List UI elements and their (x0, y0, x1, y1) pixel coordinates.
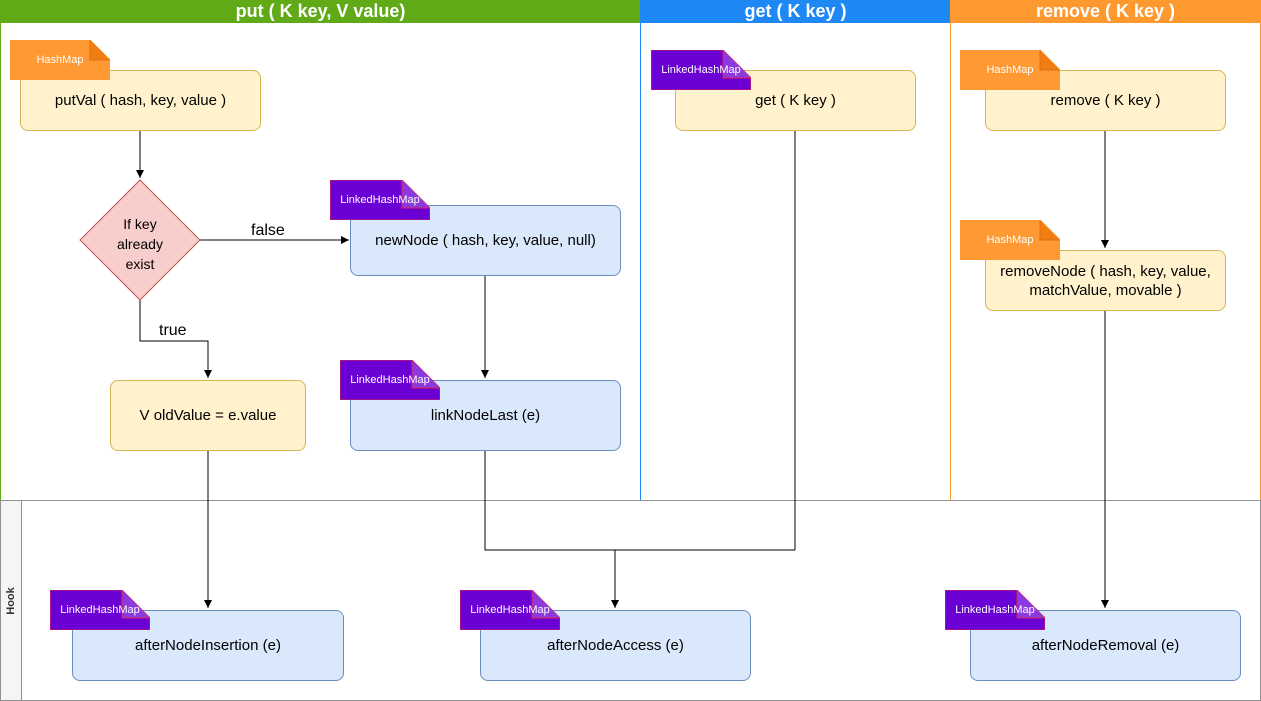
linknodelast-label: linkNodeLast (e) (430, 407, 541, 424)
get-lane-title: get ( K key ) (744, 1, 847, 21)
linkedhashmap-tag-afterinsertion: LinkedHashMap (50, 590, 150, 630)
remove-label: remove ( K key ) (1050, 92, 1161, 109)
linkedhashmap-tag-linknodelast-label: LinkedHashMap (350, 374, 430, 386)
decision-diamond (79, 179, 201, 301)
edge-label-true: true (159, 322, 187, 339)
get-label: get ( K key ) (755, 92, 836, 109)
linkedhashmap-tag-get: LinkedHashMap (651, 50, 751, 90)
put-lane-title: put ( K key, V value) (235, 1, 406, 21)
linkedhashmap-tag-newnode-label: LinkedHashMap (340, 194, 420, 206)
afteraccess-label: afterNodeAccess (e) (547, 637, 684, 654)
linkedhashmap-tag-get-label: LinkedHashMap (661, 64, 741, 76)
edge-decision-oldvalue (139, 300, 212, 378)
get-lane-header: get ( K key ) (640, 0, 951, 23)
hashmap-tag-remove-label: HashMap (986, 64, 1034, 76)
hashmap-tag-remove: HashMap (960, 50, 1060, 90)
hashmap-tag-putval: HashMap (10, 40, 110, 80)
edge-linknodelast-join (484, 451, 795, 551)
hashmap-tag-removenode: HashMap (960, 220, 1060, 260)
put-lane-header: put ( K key, V value) (0, 0, 641, 23)
putval-node: putVal ( hash, key, value ) (20, 70, 261, 131)
removenode-node: removeNode ( hash, key, value, matchValu… (985, 250, 1226, 311)
edge-label-false: false (251, 222, 285, 239)
linkedhashmap-tag-afterremoval-label: LinkedHashMap (955, 604, 1035, 616)
oldvalue-node: V oldValue = e.value (110, 380, 306, 451)
linkedhashmap-tag-afteraccess-label: LinkedHashMap (470, 604, 550, 616)
linkedhashmap-tag-linknodelast: LinkedHashMap (340, 360, 440, 400)
linkedhashmap-tag-afterremoval: LinkedHashMap (945, 590, 1045, 630)
hashmap-tag-putval-label: HashMap (36, 54, 84, 66)
oldvalue-label: V oldValue = e.value (139, 407, 277, 424)
remove-lane-title: remove ( K key ) (1035, 1, 1176, 21)
hashmap-tag-removenode-label: HashMap (986, 234, 1034, 246)
afterremoval-label: afterNodeRemoval (e) (1031, 637, 1180, 654)
linkedhashmap-tag-afterinsertion-label: LinkedHashMap (60, 604, 140, 616)
decision-label: If key already exist (117, 216, 163, 272)
linkedhashmap-tag-afteraccess: LinkedHashMap (460, 590, 560, 630)
remove-node: remove ( K key ) (985, 70, 1226, 131)
newnode-label: newNode ( hash, key, value, null) (375, 232, 596, 249)
afterinsertion-label: afterNodeInsertion (e) (135, 637, 281, 654)
removenode-label: removeNode ( hash, key, value, matchValu… (1000, 262, 1211, 299)
linkedhashmap-tag-newnode: LinkedHashMap (330, 180, 430, 220)
putval-label: putVal ( hash, key, value ) (54, 92, 227, 109)
remove-lane-header: remove ( K key ) (950, 0, 1261, 23)
